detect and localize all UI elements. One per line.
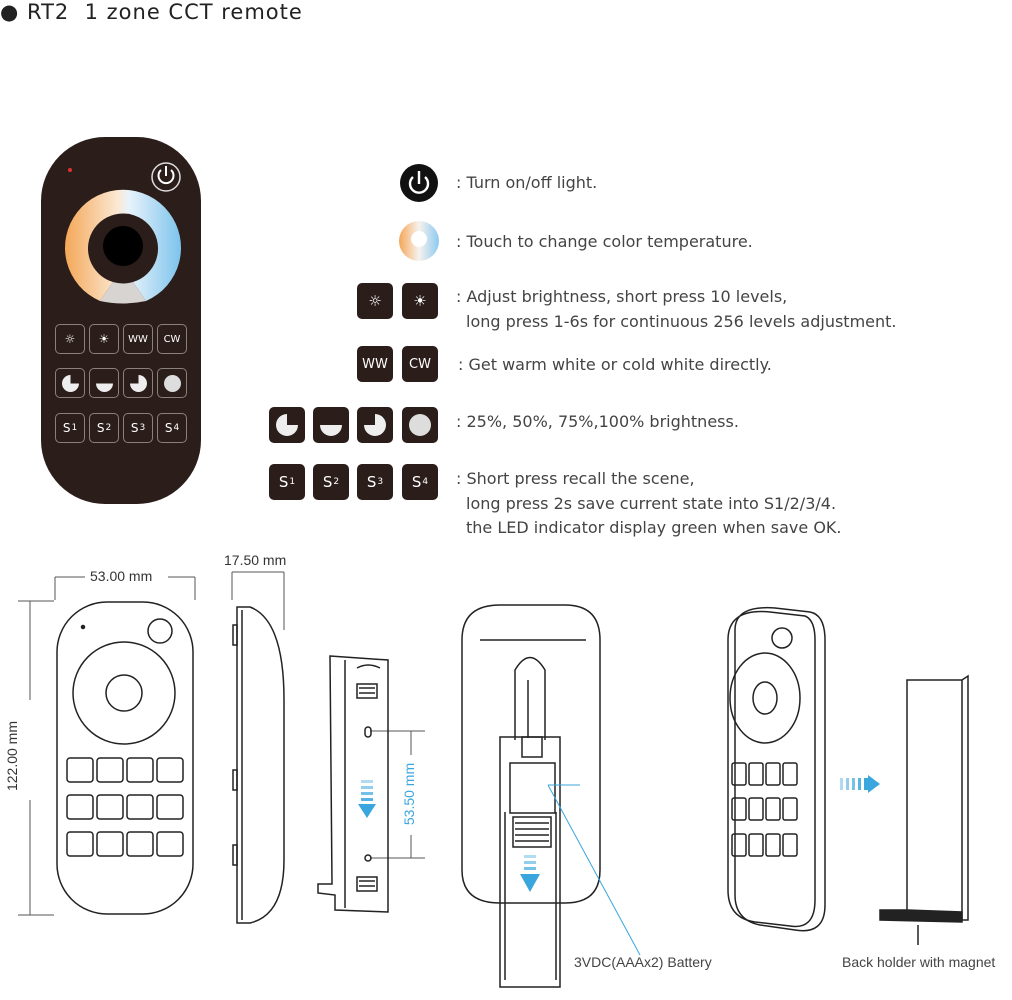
battery-caption: 3VDC(AAAx2) Battery: [574, 954, 712, 970]
remote-brightness-up-button[interactable]: ☀: [89, 324, 119, 354]
page-title: ● RT2 1 zone CCT remote: [0, 0, 1012, 24]
power-icon: [157, 166, 175, 185]
remote-ww-label: WW: [128, 333, 148, 345]
legend-brightness-text-2: long press 1-6s for continuous 256 level…: [466, 312, 897, 331]
legend-100-key: [402, 407, 438, 443]
remote-3d-drawing: [727, 606, 826, 932]
full-100-icon: [163, 374, 181, 392]
back-plate-drawing: [317, 655, 389, 913]
legend-75-key: [357, 407, 393, 443]
spacing-dimension-label: 53.50 mm: [401, 760, 418, 828]
remote-s3-num: 3: [139, 423, 146, 433]
remote-100-button[interactable]: [157, 368, 187, 398]
thickness-dimension-label: 17.50 mm: [222, 552, 289, 568]
legend-wwcw-text: : Get warm white or cold white directly.: [458, 355, 772, 374]
sun-small-icon: ☼: [64, 332, 76, 346]
legend-brightness-down-key: ☼: [357, 283, 393, 319]
remote-s4-label: S: [164, 421, 173, 435]
title-text: RT2 1 zone CCT remote: [27, 0, 303, 24]
remote-s4-num: 4: [173, 423, 180, 433]
color-wheel-icon: [65, 189, 181, 301]
remote-brightness-down-button[interactable]: ☼: [55, 324, 85, 354]
full-100-icon: [409, 414, 431, 436]
sun-small-icon: ☼: [368, 292, 382, 310]
legend-s1-num: 1: [289, 477, 296, 487]
remote-s3-label: S: [130, 421, 139, 435]
legend-ww-label: WW: [362, 356, 388, 372]
side-view-drawing: [232, 606, 285, 924]
remote-50-button[interactable]: [89, 368, 119, 398]
legend-s3-num: 3: [377, 477, 384, 487]
legend-s2-label: S: [322, 473, 333, 491]
battery-compartment-drawing: [461, 604, 601, 988]
legend-power-text: : Turn on/off light.: [456, 173, 598, 192]
dimension-lines: [18, 571, 425, 916]
attach-arrow-icon: [840, 775, 880, 793]
half-50-icon: [320, 414, 342, 436]
remote-s1-num: 1: [71, 423, 78, 433]
half-50-icon: [95, 374, 113, 392]
width-dimension-label: 53.00 mm: [88, 568, 155, 584]
legend-s4-label: S: [411, 473, 422, 491]
remote-75-button[interactable]: [123, 368, 153, 398]
legend-25-key: [269, 407, 305, 443]
slide-arrow-icon: [358, 780, 376, 818]
remote-s2-num: 2: [105, 423, 112, 433]
quarter-75-icon: [129, 374, 147, 392]
battery-leader-line: [547, 784, 641, 956]
remote-cw-label: CW: [163, 333, 181, 345]
holder-caption: Back holder with magnet: [842, 954, 996, 970]
remote-ww-button[interactable]: WW: [123, 324, 153, 354]
legend-s4-num: 4: [422, 477, 429, 487]
legend-s1-label: S: [278, 473, 289, 491]
remote-s2-label: S: [96, 421, 105, 435]
sun-large-icon: ☀: [98, 332, 110, 346]
legend-50-key: [313, 407, 349, 443]
legend-scene-text-1: : Short press recall the scene,: [456, 469, 695, 488]
led-indicator-icon: [68, 168, 72, 172]
legend-s2-num: 2: [333, 477, 340, 487]
legend-brightness-up-key: ☀: [402, 283, 438, 319]
legend-s3-label: S: [366, 473, 377, 491]
front-outline-drawing: [56, 601, 194, 915]
quarter-25-icon: [61, 374, 79, 392]
remote-front-view: [41, 137, 201, 504]
height-dimension-label: 122.00 mm: [4, 718, 21, 794]
remote-25-button[interactable]: [55, 368, 85, 398]
quarter-25-icon: [276, 414, 298, 436]
legend-color-temp-icon: [399, 221, 439, 261]
legend-cw-label: CW: [409, 356, 431, 372]
remote-cw-button[interactable]: CW: [157, 324, 187, 354]
bullet-icon: ●: [0, 0, 20, 24]
remote-s1-label: S: [62, 421, 71, 435]
legend-levels-text: : 25%, 50%, 75%,100% brightness.: [456, 412, 739, 431]
sun-large-icon: ☀: [413, 292, 427, 310]
legend-cw-key: CW: [402, 346, 438, 382]
legend-brightness-text-1: : Adjust brightness, short press 10 leve…: [456, 287, 788, 306]
legend-ww-key: WW: [357, 346, 393, 382]
legend-scene-text-3: the LED indicator display green when sav…: [466, 518, 842, 537]
legend-scene-text-2: long press 2s save current state into S1…: [466, 494, 837, 513]
back-holder-drawing: [879, 674, 969, 945]
legend-power-icon: [400, 164, 438, 202]
quarter-75-icon: [364, 414, 386, 436]
battery-slide-arrow-icon: [520, 855, 540, 892]
legend-color-temp-text: : Touch to change color temperature.: [456, 232, 753, 251]
